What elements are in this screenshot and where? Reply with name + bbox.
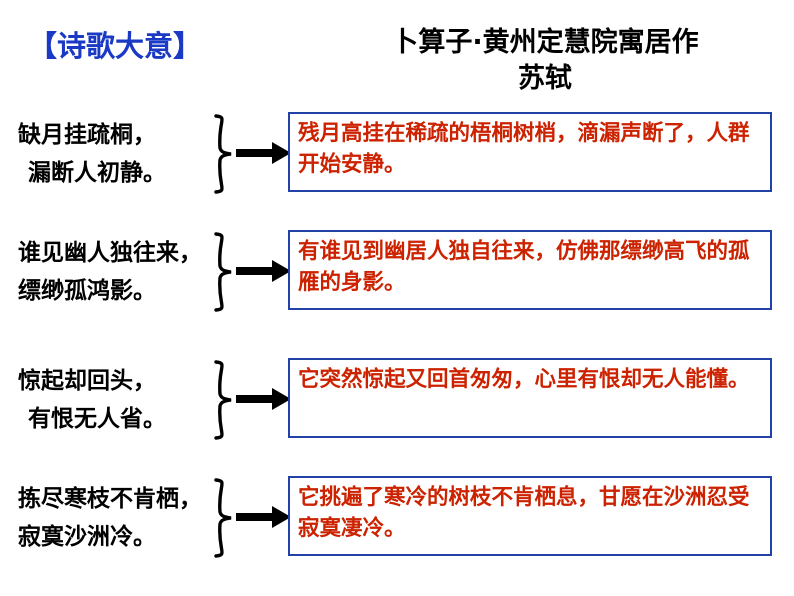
- original-line: 谁见幽人独往来，: [18, 240, 202, 266]
- arrow-right-icon: [236, 504, 292, 530]
- original-line: 寂寞沙洲冷。: [18, 524, 156, 550]
- original-line: 漏断人初静。: [28, 160, 166, 186]
- translation-box: 有谁见到幽居人独自往来，仿佛那缥缈高飞的孤雁的身影。: [288, 230, 772, 310]
- translation-text: 它挑遍了寒冷的树枝不肯栖息，甘愿在沙洲忍受寂寞凄冷。: [298, 485, 750, 541]
- stanza-row: 缺月挂疏桐， 漏断人初静。 残月高挂在稀疏的梧桐树梢，滴漏声断了，人群开始安静。: [0, 110, 794, 210]
- translation-box: 残月高挂在稀疏的梧桐树梢，滴漏声断了，人群开始安静。: [288, 112, 772, 192]
- original-line: 缺月挂疏桐，: [18, 122, 156, 148]
- translation-text: 有谁见到幽居人独自往来，仿佛那缥缈高飞的孤雁的身影。: [298, 239, 750, 295]
- section-label: 【诗歌大意】: [28, 29, 203, 63]
- arrow-right-icon: [236, 386, 292, 412]
- brace-right-icon: [212, 114, 238, 194]
- slide-header: 【诗歌大意】 卜算子·黄州定慧院寓居作 苏轼: [0, 0, 794, 105]
- brace-right-icon: [212, 232, 238, 312]
- original-poem-lines: 谁见幽人独往来， 缥缈孤鸿影。: [18, 234, 218, 310]
- page-title: 卜算子·黄州定慧院寓居作: [391, 27, 699, 58]
- translation-box: 它挑遍了寒冷的树枝不肯栖息，甘愿在沙洲忍受寂寞凄冷。: [288, 476, 772, 556]
- brace-right-icon: [212, 360, 238, 440]
- original-line: 缥缈孤鸿影。: [18, 278, 156, 304]
- original-poem-lines: 惊起却回头， 有恨无人省。: [18, 362, 218, 438]
- original-poem-lines: 拣尽寒枝不肯栖， 寂寞沙洲冷。: [18, 480, 218, 556]
- stanza-row: 拣尽寒枝不肯栖， 寂寞沙洲冷。 它挑遍了寒冷的树枝不肯栖息，甘愿在沙洲忍受寂寞凄…: [0, 474, 794, 574]
- arrow-right-icon: [236, 258, 292, 284]
- poem-author: 苏轼: [518, 63, 572, 94]
- stanza-row: 谁见幽人独往来， 缥缈孤鸿影。 有谁见到幽居人独自往来，仿佛那缥缈高飞的孤雁的身…: [0, 228, 794, 328]
- original-line: 有恨无人省。: [28, 406, 166, 432]
- original-line: 拣尽寒枝不肯栖，: [18, 486, 202, 512]
- stanza-row: 惊起却回头， 有恨无人省。 它突然惊起又回首匆匆，心里有恨却无人能懂。: [0, 356, 794, 456]
- brace-right-icon: [212, 478, 238, 558]
- translation-text: 它突然惊起又回首匆匆，心里有恨却无人能懂。: [298, 367, 750, 392]
- translation-box: 它突然惊起又回首匆匆，心里有恨却无人能懂。: [288, 358, 772, 438]
- original-poem-lines: 缺月挂疏桐， 漏断人初静。: [18, 116, 218, 192]
- arrow-right-icon: [236, 140, 292, 166]
- original-line: 惊起却回头，: [18, 368, 156, 394]
- translation-text: 残月高挂在稀疏的梧桐树梢，滴漏声断了，人群开始安静。: [298, 121, 750, 177]
